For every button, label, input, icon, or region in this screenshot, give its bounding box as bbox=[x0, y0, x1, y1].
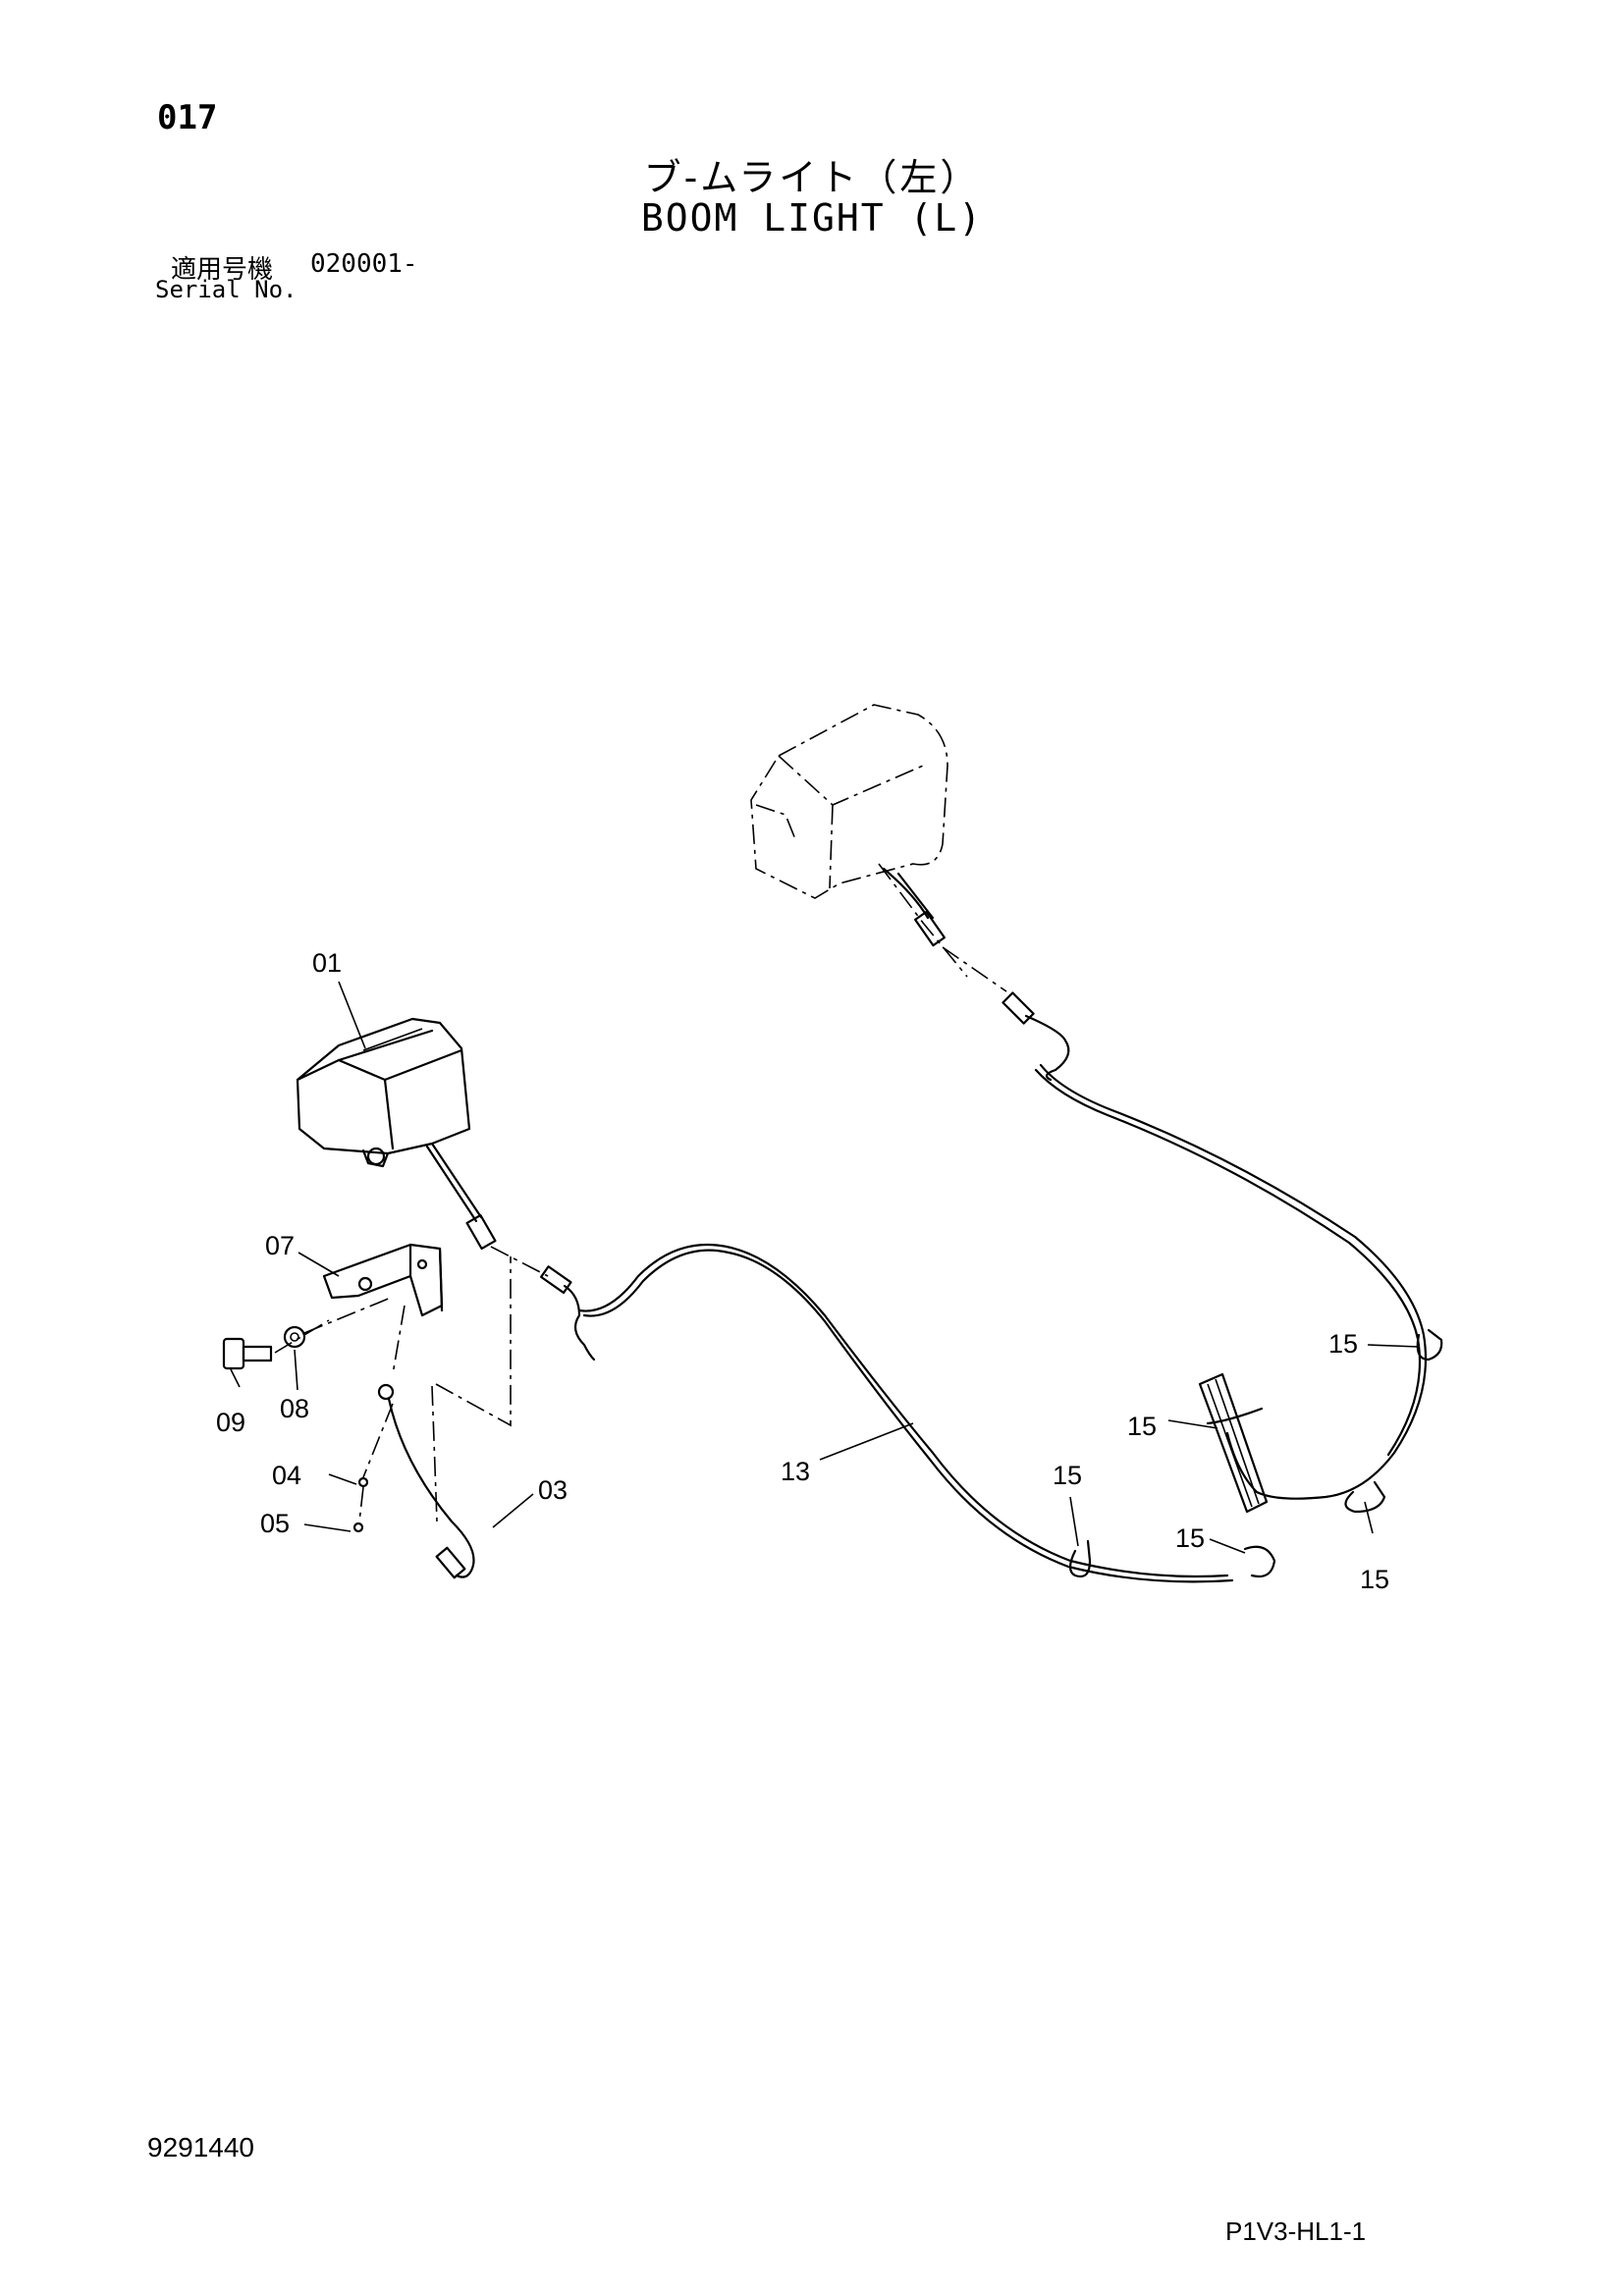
callout-08: 08 bbox=[280, 1394, 309, 1423]
callout-13: 13 bbox=[781, 1457, 810, 1486]
title-english: BOOM LIGHT (L) bbox=[640, 196, 984, 240]
page-number: 017 bbox=[157, 98, 218, 137]
mounting-bracket bbox=[322, 1243, 444, 1317]
drawing-number: 9291440 bbox=[147, 2132, 255, 2163]
harness-clamps bbox=[1068, 1328, 1443, 1578]
callout-07: 07 bbox=[265, 1231, 295, 1260]
callout-04: 04 bbox=[272, 1461, 301, 1490]
callout-09: 09 bbox=[216, 1408, 245, 1437]
phantom-lamp-harness bbox=[882, 867, 1070, 1082]
phantom-lamp bbox=[750, 704, 968, 978]
callout-01: 01 bbox=[312, 948, 342, 978]
serial-range: 020001- bbox=[310, 249, 418, 279]
leader-lines bbox=[230, 981, 1420, 1554]
ground-cable bbox=[352, 1256, 512, 1579]
callout-15-a: 15 bbox=[1053, 1461, 1082, 1490]
boom-lamp bbox=[296, 1017, 471, 1168]
title-japanese: ブ-ムライト（左） bbox=[643, 156, 981, 199]
page-code: P1V3-HL1-1 bbox=[1225, 2216, 1367, 2246]
callout-05: 05 bbox=[260, 1509, 290, 1538]
main-harness bbox=[425, 1063, 1428, 1583]
callout-15-e: 15 bbox=[1328, 1329, 1358, 1359]
mounting-bolt bbox=[222, 1297, 392, 1370]
serial-label-english: Serial No. bbox=[155, 276, 298, 303]
callout-15-b: 15 bbox=[1175, 1523, 1205, 1553]
callout-15-c: 15 bbox=[1127, 1412, 1157, 1441]
serial-label-japanese: 適用号機 bbox=[171, 255, 274, 285]
callout-03: 03 bbox=[538, 1475, 568, 1505]
callout-15-d: 15 bbox=[1360, 1565, 1389, 1594]
